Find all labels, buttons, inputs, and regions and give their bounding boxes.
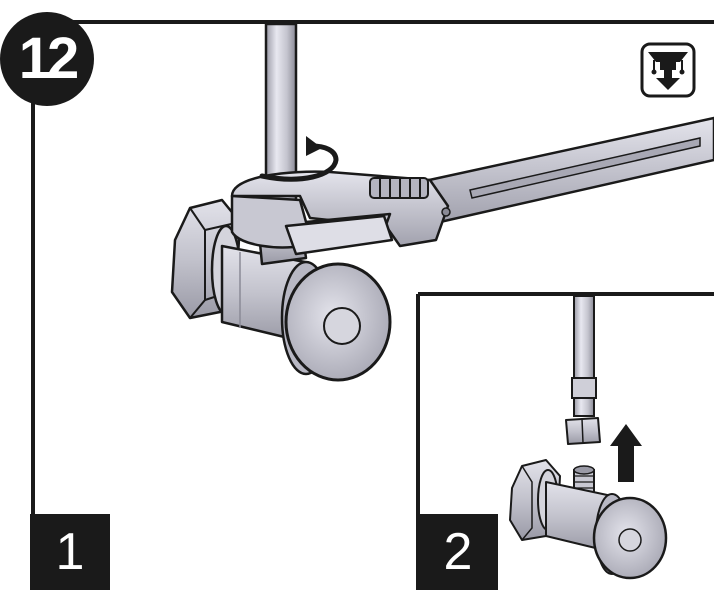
adjustable-wrench <box>230 116 714 256</box>
step-number: 12 <box>18 26 79 91</box>
panel-label-1: 1 <box>30 514 110 590</box>
step-number-badge: 12 <box>0 12 94 106</box>
main-frame <box>31 20 714 590</box>
wrench-adjuster <box>369 177 429 199</box>
detached-supply-pipe <box>565 295 601 445</box>
panel-label-2-text: 2 <box>443 523 473 581</box>
rotate-arrow-icon <box>259 136 339 182</box>
up-arrow-icon <box>610 424 642 482</box>
panel-1-illustration <box>170 22 714 382</box>
water-shutoff-icon <box>640 42 696 98</box>
shutoff-valve-detached <box>509 459 668 580</box>
panel-label-2: 2 <box>418 514 498 590</box>
panel-2-illustration <box>509 295 668 580</box>
panel-label-1-text: 1 <box>55 523 85 581</box>
